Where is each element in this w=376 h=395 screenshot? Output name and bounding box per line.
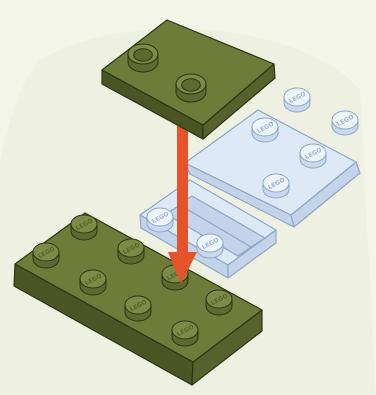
stud: LEGO <box>147 208 173 232</box>
stud: LEGO <box>71 215 97 240</box>
stud: LEGO <box>300 144 326 168</box>
stud: LEGO <box>118 239 144 264</box>
stud: LEGO <box>125 296 151 321</box>
stud: LEGO <box>284 88 310 112</box>
stud: LEGO <box>332 111 358 135</box>
stud: LEGO <box>197 234 223 258</box>
stud <box>128 44 158 72</box>
stud: LEGO <box>206 290 232 315</box>
stud: LEGO <box>33 243 59 268</box>
stud: LEGO <box>172 321 198 346</box>
stud: LEGO <box>80 270 106 295</box>
stud: LEGO <box>252 118 278 142</box>
stud: LEGO <box>263 174 289 198</box>
stud <box>176 74 206 102</box>
